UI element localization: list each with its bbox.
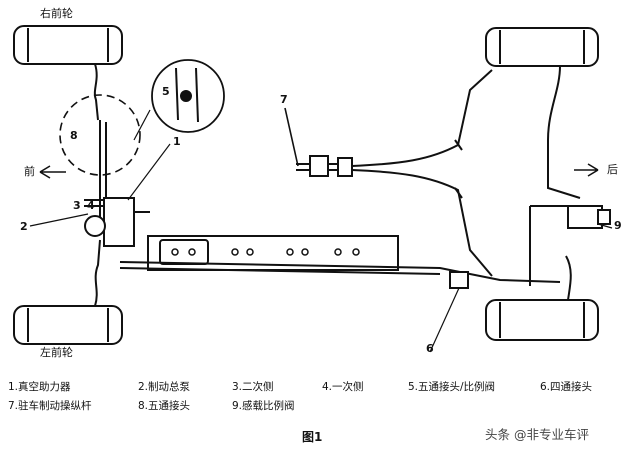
brake-master-cylinder (103, 197, 135, 247)
left-front-wheel (13, 305, 123, 345)
magnified-detail-circle (151, 59, 225, 133)
front-arrow (39, 165, 66, 179)
left-rear-wheel (485, 299, 599, 341)
legend-item-2: 2.制动总泵 (138, 381, 191, 393)
callout-1: 1 (173, 135, 181, 148)
callout-5: 5 (162, 85, 170, 98)
legend-item-3: 3.二次侧 (232, 381, 274, 393)
zoom-region-circle (59, 94, 141, 176)
watermark: 头条 @非专业车评 (485, 427, 589, 442)
callout-2: 2 (20, 220, 28, 233)
callout-7: 7 (280, 93, 288, 106)
legend-item-7: 7.驻车制动操纵杆 (8, 400, 92, 412)
callout-8: 8 (70, 129, 78, 142)
callout-3: 3 (73, 199, 81, 212)
right-front-wheel-label: 右前轮 (40, 7, 73, 20)
callout-4: 4 (87, 199, 95, 212)
legend-item-1: 1.真空助力器 (8, 381, 71, 393)
vacuum-booster (84, 215, 106, 237)
parking-brake-lever (284, 107, 299, 167)
front-direction-label: 前 (24, 165, 35, 178)
callout-9: 9 (614, 219, 622, 232)
rear-arrow (574, 163, 599, 177)
right-rear-wheel (485, 27, 599, 67)
left-front-wheel-label: 左前轮 (40, 346, 73, 359)
legend-item-6: 6.四通接头 (540, 381, 593, 393)
callout-6: 6 (426, 342, 434, 355)
load-sensing-proportioning-valve (567, 205, 603, 229)
right-front-wheel (13, 25, 123, 65)
four-way-junction (449, 271, 469, 289)
rear-direction-label: 后 (607, 163, 618, 176)
legend-item-9: 9.感载比例阀 (232, 400, 295, 412)
legend-item-5: 5.五通接头/比例阀 (408, 381, 496, 393)
legend-item-8: 8.五通接头 (138, 400, 191, 412)
figure-caption: 图1 (302, 430, 323, 444)
legend-item-4: 4.一次侧 (322, 381, 364, 393)
